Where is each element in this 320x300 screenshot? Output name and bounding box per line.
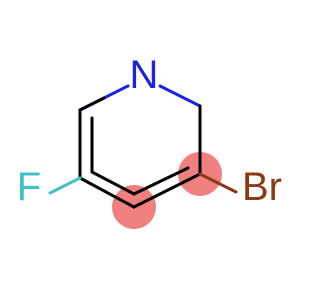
bond-c2-n-half bbox=[78, 96, 106, 112]
molecule-structure: N F Br bbox=[17, 53, 282, 229]
molecule-canvas: N F Br bbox=[17, 53, 282, 229]
bond-c3-c4 bbox=[78, 176, 136, 209]
bond-c-br bbox=[198, 172, 238, 194]
bond-c-f bbox=[48, 176, 82, 195]
ring-bonds bbox=[48, 84, 238, 209]
bond-c4-c5 bbox=[132, 172, 202, 209]
atom-label-f: F bbox=[17, 165, 41, 209]
bond-n-c6 bbox=[158, 84, 202, 108]
atom-label-n: N bbox=[130, 53, 159, 97]
bond-c4-c5-inner bbox=[132, 166, 190, 196]
bond-c3-c4-inner bbox=[90, 170, 136, 196]
atom-label-br: Br bbox=[242, 165, 282, 209]
